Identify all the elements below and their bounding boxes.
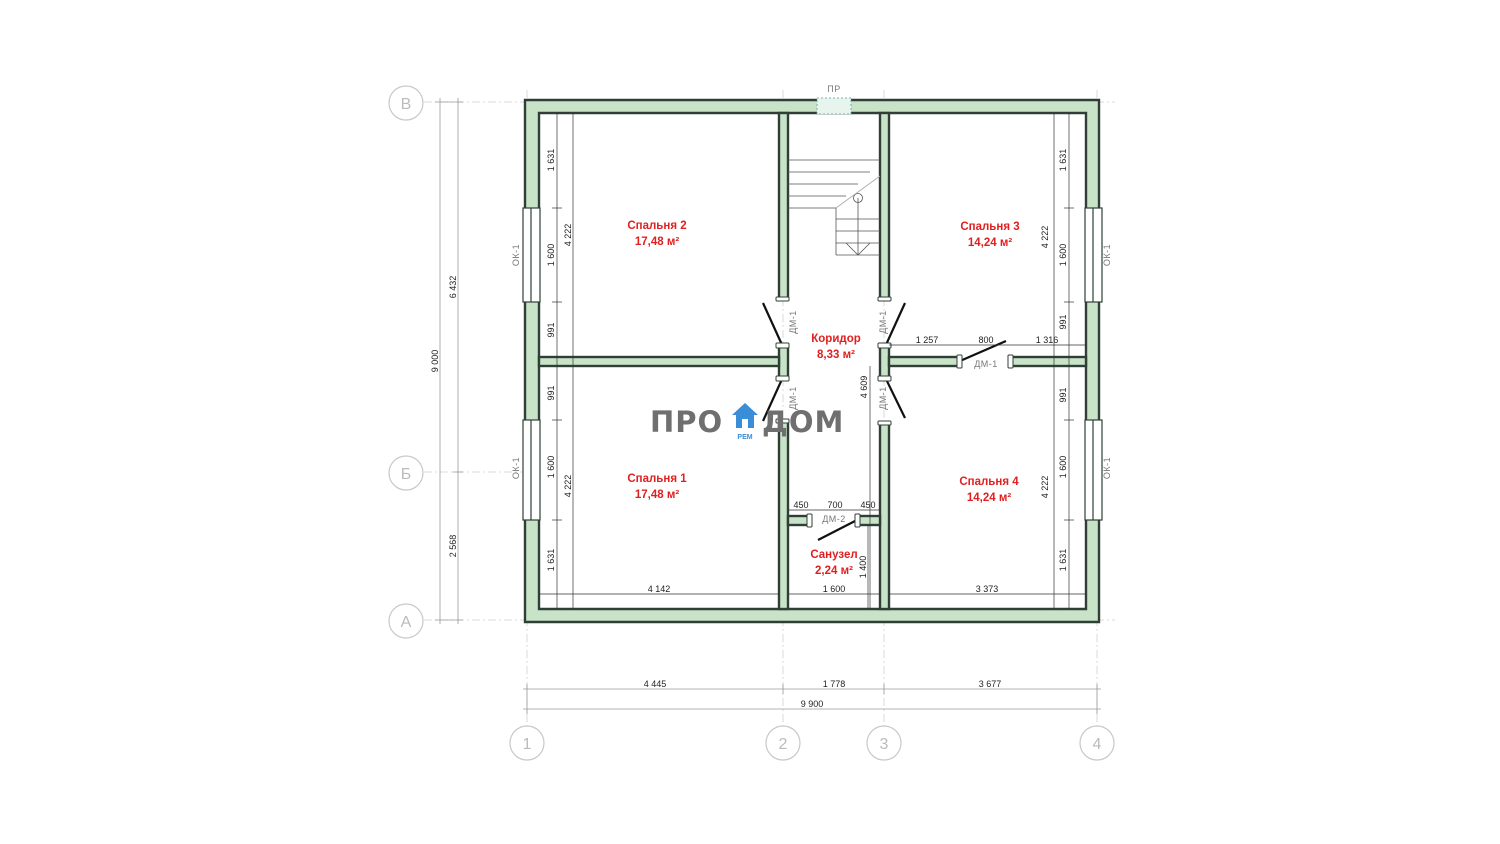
axis-label-a: А: [401, 614, 412, 631]
axis-label-b: Б: [401, 466, 412, 483]
dim-4222-lt: 4 222: [563, 224, 573, 247]
dim-4142: 4 142: [648, 584, 671, 594]
dim-991-lt: 991: [546, 322, 556, 337]
door-mark-bath: ДМ-2: [822, 514, 846, 524]
dim-4445: 4 445: [644, 679, 667, 689]
room-area-corridor: 8,33 м²: [817, 349, 855, 361]
dim-1600-lt: 1 600: [546, 244, 556, 267]
room-area-bathroom: 2,24 м²: [815, 565, 853, 577]
logo: ПРО РЕМ ДОМ: [650, 403, 844, 441]
dim-2568: 2 568: [448, 535, 458, 558]
top-label: ПР: [827, 84, 840, 94]
door-mark-2: ДМ-1: [788, 386, 798, 410]
dim-1631-lb: 1 631: [546, 549, 556, 572]
dim-991-rt: 991: [1058, 314, 1068, 329]
axis-label-1: 1: [523, 736, 532, 753]
axis-label-3: 3: [880, 736, 889, 753]
dim-800: 800: [978, 335, 993, 345]
dim-700: 700: [827, 500, 842, 510]
dim-991-lb: 991: [546, 385, 556, 400]
logo-sub: РЕМ: [737, 434, 752, 441]
inner-dimensions: [539, 113, 1086, 609]
door-mark-1: ДМ-1: [788, 310, 798, 334]
dim-9900: 9 900: [801, 699, 824, 709]
dim-1778: 1 778: [823, 679, 846, 689]
logo-text-right: ДОМ: [762, 405, 844, 439]
dim-4222-lb: 4 222: [563, 475, 573, 498]
dim-1600-lb: 1 600: [546, 456, 556, 479]
room-name-corridor: Коридор: [811, 333, 861, 345]
dim-1400: 1 400: [858, 556, 868, 579]
room-area-bedroom4: 14,24 м²: [967, 492, 1011, 504]
window-mark-left-bottom: ОК-1: [511, 457, 521, 479]
dim-4222-rb: 4 222: [1040, 476, 1050, 499]
window-mark-left-top: ОК-1: [511, 244, 521, 266]
door-mark-4: ДМ-1: [878, 386, 888, 410]
outer-dimensions: [435, 98, 1101, 714]
room-area-bedroom1: 17,48 м²: [635, 489, 679, 501]
axis-bubbles: В Б А 1 2 3 4: [388, 85, 1115, 761]
room-name-bedroom2: Спальня 2: [627, 220, 686, 232]
top-opening: [816, 97, 852, 115]
room-name-bedroom3: Спальня 3: [960, 221, 1019, 233]
door-mark-3: ДМ-1: [878, 310, 888, 334]
dim-450b: 450: [860, 500, 875, 510]
room-name-bedroom4: Спальня 4: [959, 476, 1019, 488]
dim-450a: 450: [793, 500, 808, 510]
dim-1316: 1 316: [1036, 335, 1059, 345]
dim-4222-rt: 4 222: [1040, 226, 1050, 249]
dim-1631-rt: 1 631: [1058, 149, 1068, 172]
dim-1257: 1 257: [916, 335, 939, 345]
dim-3373: 3 373: [976, 584, 999, 594]
dim-1600-bath: 1 600: [823, 584, 846, 594]
dim-991-rb: 991: [1058, 387, 1068, 402]
walls: [523, 98, 1101, 624]
room-name-bedroom1: Спальня 1: [627, 473, 687, 485]
dim-4609: 4 609: [859, 376, 869, 399]
dim-6432: 6 432: [448, 276, 458, 299]
window-mark-right-top: ОК-1: [1102, 244, 1112, 266]
dim-1631-rb: 1 631: [1058, 549, 1068, 572]
axis-label-2: 2: [779, 736, 788, 753]
room-name-bathroom: Санузел: [810, 549, 857, 561]
dim-1600-rb: 1 600: [1058, 456, 1068, 479]
room-area-bedroom2: 17,48 м²: [635, 236, 679, 248]
windows: [522, 207, 1103, 521]
dim-3677: 3 677: [979, 679, 1002, 689]
room-area-bedroom3: 14,24 м²: [968, 237, 1012, 249]
stairs: [788, 159, 881, 256]
house-icon: [732, 403, 758, 428]
axis-label-v: В: [401, 96, 412, 113]
window-mark-right-bottom: ОК-1: [1102, 457, 1112, 479]
doors: [761, 302, 1007, 541]
dim-9000: 9 000: [430, 350, 440, 373]
dim-1631-lt: 1 631: [546, 149, 556, 172]
door-mark-5: ДМ-1: [974, 359, 998, 369]
door-jambs: [775, 296, 1014, 528]
logo-text-left: ПРО: [650, 405, 723, 439]
dim-1600-rt: 1 600: [1058, 244, 1068, 267]
axis-label-4: 4: [1093, 736, 1102, 753]
